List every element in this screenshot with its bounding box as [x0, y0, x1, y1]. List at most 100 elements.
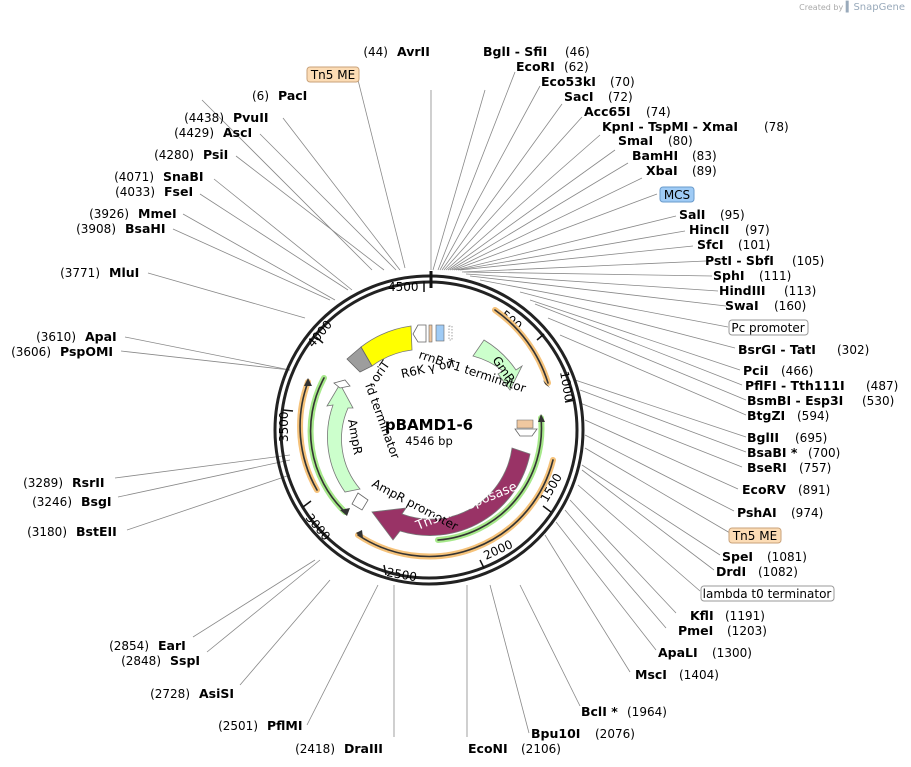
site-name: BsmBI - Esp3I	[747, 393, 843, 408]
site[interactable]: (3180)BstEII	[27, 524, 117, 539]
site-pos: (80)	[668, 134, 693, 148]
boxed-feature-pc-promoter[interactable]: Pc promoter	[728, 319, 809, 336]
site-name: AscI	[223, 125, 252, 140]
site[interactable]: BamHI(83)	[632, 148, 717, 163]
site[interactable]: (4438)PvuII	[184, 110, 268, 125]
site[interactable]: (3926)MmeI	[89, 206, 177, 221]
site-pos: (97)	[745, 223, 770, 237]
site-name: PciI	[743, 363, 769, 378]
site[interactable]: KpnI - TspMI - XmaI(78)	[602, 119, 789, 134]
site-pos: (70)	[610, 75, 635, 89]
site[interactable]: (4429) AscI	[174, 125, 252, 140]
site-name: BglI - SfiI	[483, 44, 547, 59]
site[interactable]: PshAI(974)	[737, 505, 823, 520]
site[interactable]: SfcI(101)	[697, 237, 770, 252]
site[interactable]: SphI(111)	[713, 268, 791, 283]
site[interactable]: BsaBI *(700)	[747, 445, 840, 460]
site[interactable]: SacI(72)	[564, 89, 633, 104]
boxed-feature-tn5me-top[interactable]: Tn5 ME	[306, 66, 360, 83]
site-name: PvuII	[233, 110, 269, 125]
site-pos: (3606)	[11, 345, 51, 359]
site[interactable]: (2501)PflMI	[218, 718, 302, 733]
site[interactable]: BsrGI - TatI(302)	[738, 342, 869, 357]
site[interactable]: BglII(695)	[747, 430, 827, 445]
site[interactable]: (3246)BsgI	[32, 494, 111, 509]
boxed-feature-tn5me-right[interactable]: Tn5 ME	[728, 527, 782, 544]
site-name: MscI	[635, 667, 667, 682]
site[interactable]: (3610)ApaI	[36, 329, 117, 344]
feature-small-arrow[interactable]	[412, 324, 427, 343]
site[interactable]: DrdI(1082)	[716, 564, 798, 579]
site[interactable]: (2728)AsiSI	[150, 686, 234, 701]
site-pos: (4071)	[114, 170, 154, 184]
site[interactable]: Acc65I(74)	[584, 104, 671, 119]
feature-r6k[interactable]	[346, 346, 373, 373]
feature-ampr[interactable]	[326, 383, 361, 493]
site-pos: (83)	[692, 149, 717, 163]
feature-terminator-marker	[448, 325, 453, 341]
credit-text: Created by	[799, 3, 844, 12]
site[interactable]: (4071)SnaBI	[114, 169, 203, 184]
boxed-feature-lambda-t0[interactable]: lambda t0 terminator	[700, 585, 835, 602]
site[interactable]: (3289)RsrII	[23, 475, 104, 490]
site-pos: (62)	[564, 60, 589, 74]
site[interactable]: SmaI(80)	[618, 133, 693, 148]
site[interactable]: (4280)PsiI	[154, 147, 228, 162]
site-name: PmeI	[678, 623, 713, 638]
site-name: BseRI	[747, 460, 787, 475]
site[interactable]: BseRI(757)	[747, 460, 831, 475]
site[interactable]: SwaI(160)	[725, 298, 806, 313]
site[interactable]: HindIII(113)	[719, 283, 816, 298]
site[interactable]: (2418)DraIII	[295, 741, 383, 756]
site[interactable]: (6)PacI	[252, 88, 307, 103]
site-name: BsgI	[81, 494, 112, 509]
site[interactable]: KflI(1191)	[690, 608, 765, 623]
site-name: Bpu10I	[531, 726, 580, 741]
site[interactable]: ApaLI(1300)	[658, 645, 752, 660]
site-name: SalI	[679, 207, 705, 222]
site[interactable]: Bpu10I(2076)	[531, 726, 635, 741]
site[interactable]: (3771)MluI	[60, 265, 139, 280]
site-pos: (1081)	[767, 550, 807, 564]
site[interactable]: (3908)BsaHI	[76, 221, 165, 236]
site[interactable]: PflFI - Tth111I(487)	[745, 378, 898, 393]
site-pos: (44)	[363, 45, 388, 59]
boxed-feature-mcs[interactable]: MCS	[659, 186, 695, 203]
site[interactable]: (44)AvrII	[363, 44, 429, 59]
site[interactable]: BglI - SfiI(46)	[483, 44, 590, 59]
site-name: BglII	[747, 430, 779, 445]
site[interactable]: PmeI(1203)	[678, 623, 767, 638]
site[interactable]: HincII(97)	[689, 222, 770, 237]
site-name: EarI	[158, 638, 186, 653]
site[interactable]: PciI(466)	[743, 363, 813, 378]
site[interactable]: EcoNI(2106)	[468, 741, 561, 756]
site-pos: (4429)	[174, 126, 214, 140]
site[interactable]: (2848)SspI	[121, 653, 200, 668]
site[interactable]: (3606)PspOMI	[11, 344, 113, 359]
site-name: EcoNI	[468, 741, 508, 756]
site[interactable]: BtgZI(594)	[747, 408, 829, 423]
site[interactable]: EcoRI(62)	[516, 59, 589, 74]
site-pos: (1082)	[758, 565, 798, 579]
site[interactable]: XbaI(89)	[646, 163, 717, 178]
site[interactable]: SpeI(1081)	[722, 549, 807, 564]
site-name: PflMI	[267, 718, 303, 733]
site[interactable]: EcoRV(891)	[742, 482, 830, 497]
site-name: SfcI	[697, 237, 724, 252]
site[interactable]: PstI - SbfI(105)	[705, 253, 824, 268]
site[interactable]: BsmBI - Esp3I(530)	[747, 393, 894, 408]
feature-tn5-transposase[interactable]	[371, 447, 531, 541]
feature-gmr[interactable]	[472, 339, 524, 391]
site[interactable]: Eco53kI(70)	[541, 74, 635, 89]
site-pos: (594)	[797, 409, 829, 423]
snapgene-logo-icon: ▍	[845, 2, 854, 13]
site[interactable]: BclI *(1964)	[581, 704, 667, 719]
site[interactable]: MscI(1404)	[635, 667, 719, 682]
boxed-label: lambda t0 terminator	[703, 587, 832, 601]
site-pos: (2728)	[150, 687, 190, 701]
site[interactable]: (2854)EarI	[109, 638, 186, 653]
site[interactable]: SalI(95)	[679, 207, 745, 222]
site-pos: (1964)	[627, 705, 667, 719]
site[interactable]: (4033)FseI	[115, 184, 193, 199]
